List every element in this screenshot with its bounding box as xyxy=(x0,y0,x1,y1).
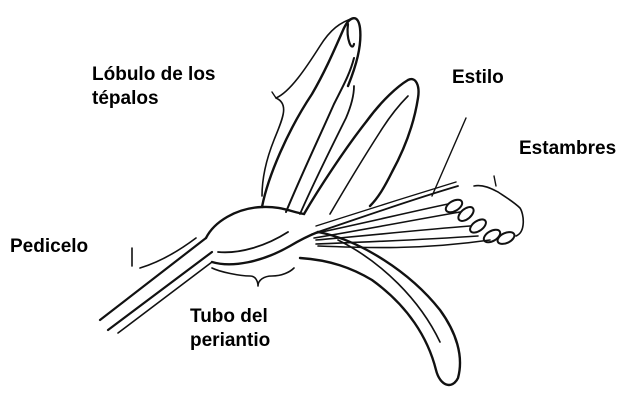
stamens-label: Estambres xyxy=(519,137,616,161)
tepal-lobe-bracket xyxy=(262,18,354,196)
tepal-lobe-label: Lóbulo de los tépalos xyxy=(92,63,216,111)
upper-tepal-left xyxy=(262,18,360,214)
upper-tepal-right xyxy=(304,79,419,214)
tube-bracket xyxy=(212,268,294,286)
stamens-bracket xyxy=(474,176,523,236)
perianth-tube-label-line2: periantio xyxy=(190,329,270,353)
perianth-tube-label-line1: Tubo del xyxy=(190,305,270,329)
tepal-lobe-label-line2: tépalos xyxy=(92,87,216,111)
lower-tepal xyxy=(300,232,460,385)
pedicel-label: Pedicelo xyxy=(10,235,88,259)
style-label: Estilo xyxy=(452,66,504,90)
perianth-tube-label: Tubo del periantio xyxy=(190,305,270,353)
tepal-lobe-label-line1: Lóbulo de los xyxy=(92,63,216,87)
perianth-tube xyxy=(206,207,318,264)
